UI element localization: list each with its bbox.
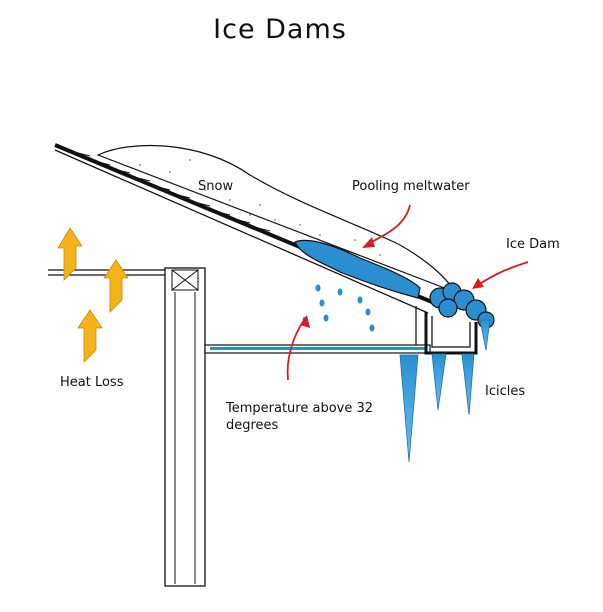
label-snow: Snow [198, 179, 234, 194]
snow-layer [96, 144, 457, 294]
pooling-meltwater [294, 239, 421, 299]
label-ice-dam: Ice Dam [506, 237, 560, 252]
snow-speckles [139, 159, 381, 256]
icicles-shape [399, 319, 491, 463]
label-icicles: Icicles [485, 384, 526, 399]
pointer-heads [300, 237, 484, 328]
heat-arrows [57, 227, 129, 363]
roof-shingles [69, 150, 271, 232]
roof-bottom-line [54, 149, 429, 314]
label-pooling-meltwater: Pooling meltwater [352, 179, 470, 194]
gutter [424, 312, 478, 355]
label-temperature: Temperature above 32 degrees [226, 401, 374, 433]
ice-dam [429, 282, 495, 329]
wall [164, 267, 206, 587]
page-title: Ice Dams [213, 14, 347, 45]
label-heat-loss: Heat Loss [60, 375, 124, 390]
water-drips [302, 284, 375, 332]
